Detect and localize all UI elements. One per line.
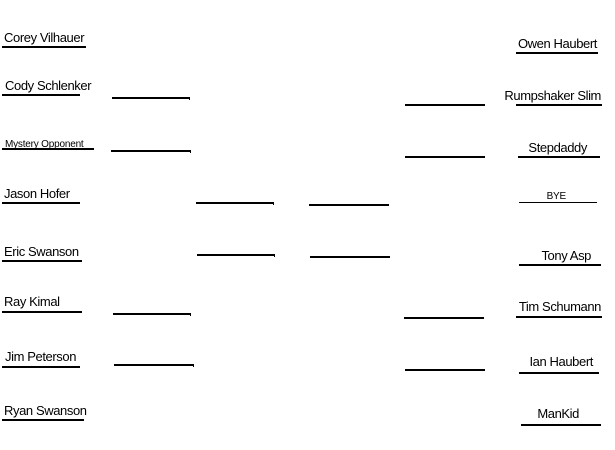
round2-right-line-4 xyxy=(405,369,485,371)
entrant-line xyxy=(2,148,94,150)
entrant-line xyxy=(2,311,82,313)
entrant-right-7: Ian Haubert xyxy=(529,354,593,369)
round3-left-line-2 xyxy=(197,254,275,256)
round2-left-line-2 xyxy=(111,150,191,152)
entrant-left-1: Corey Vilhauer xyxy=(4,30,85,45)
entrant-line xyxy=(521,424,601,426)
entrant-line xyxy=(518,156,600,158)
round2-right-line-2 xyxy=(405,156,485,158)
entrant-right-2: Rumpshaker Slim xyxy=(504,88,601,103)
entrant-line xyxy=(516,316,602,318)
line-tick xyxy=(190,314,191,316)
line-tick xyxy=(273,203,274,205)
entrant-left-4: Jason Hofer xyxy=(4,186,70,201)
line-tick xyxy=(274,255,275,257)
line-tick xyxy=(193,365,194,367)
entrant-line xyxy=(2,202,80,204)
entrant-line xyxy=(2,46,86,48)
entrant-right-4: BYE xyxy=(546,191,567,202)
entrant-left-7: Jim Peterson xyxy=(5,349,77,364)
final-line-1 xyxy=(309,204,389,206)
entrant-left-2: Cody Schlenker xyxy=(5,78,92,93)
round2-right-line-3 xyxy=(404,317,484,319)
entrant-line xyxy=(2,366,80,368)
entrant-line xyxy=(2,94,80,96)
round2-left-line-1 xyxy=(112,97,190,99)
entrant-left-5: Eric Swanson xyxy=(4,244,79,259)
entrant-left-8: Ryan Swanson xyxy=(4,403,87,418)
entrant-right-8: ManKid xyxy=(537,406,579,421)
round3-left-line-1 xyxy=(196,202,274,204)
round2-left-line-3 xyxy=(113,313,191,315)
entrant-line xyxy=(516,104,602,106)
entrant-right-3: Stepdaddy xyxy=(528,140,587,155)
entrant-line xyxy=(2,260,82,262)
line-tick xyxy=(190,151,191,153)
entrant-line xyxy=(2,419,84,421)
entrant-line xyxy=(519,264,601,266)
final-line-2 xyxy=(310,256,390,258)
round2-left-line-4 xyxy=(114,364,194,366)
round2-right-line-1 xyxy=(405,104,485,106)
entrant-line xyxy=(519,372,599,374)
entrant-line xyxy=(516,52,598,54)
entrant-line xyxy=(519,202,597,203)
line-tick xyxy=(189,98,190,100)
entrant-right-5: Tony Asp xyxy=(541,248,591,263)
entrant-right-6: Tim Schumann xyxy=(518,299,602,314)
entrant-left-3: Mystery Opponent xyxy=(5,139,84,150)
entrant-left-6: Ray Kimal xyxy=(4,294,60,309)
entrant-right-1: Owen Haubert xyxy=(517,36,597,51)
